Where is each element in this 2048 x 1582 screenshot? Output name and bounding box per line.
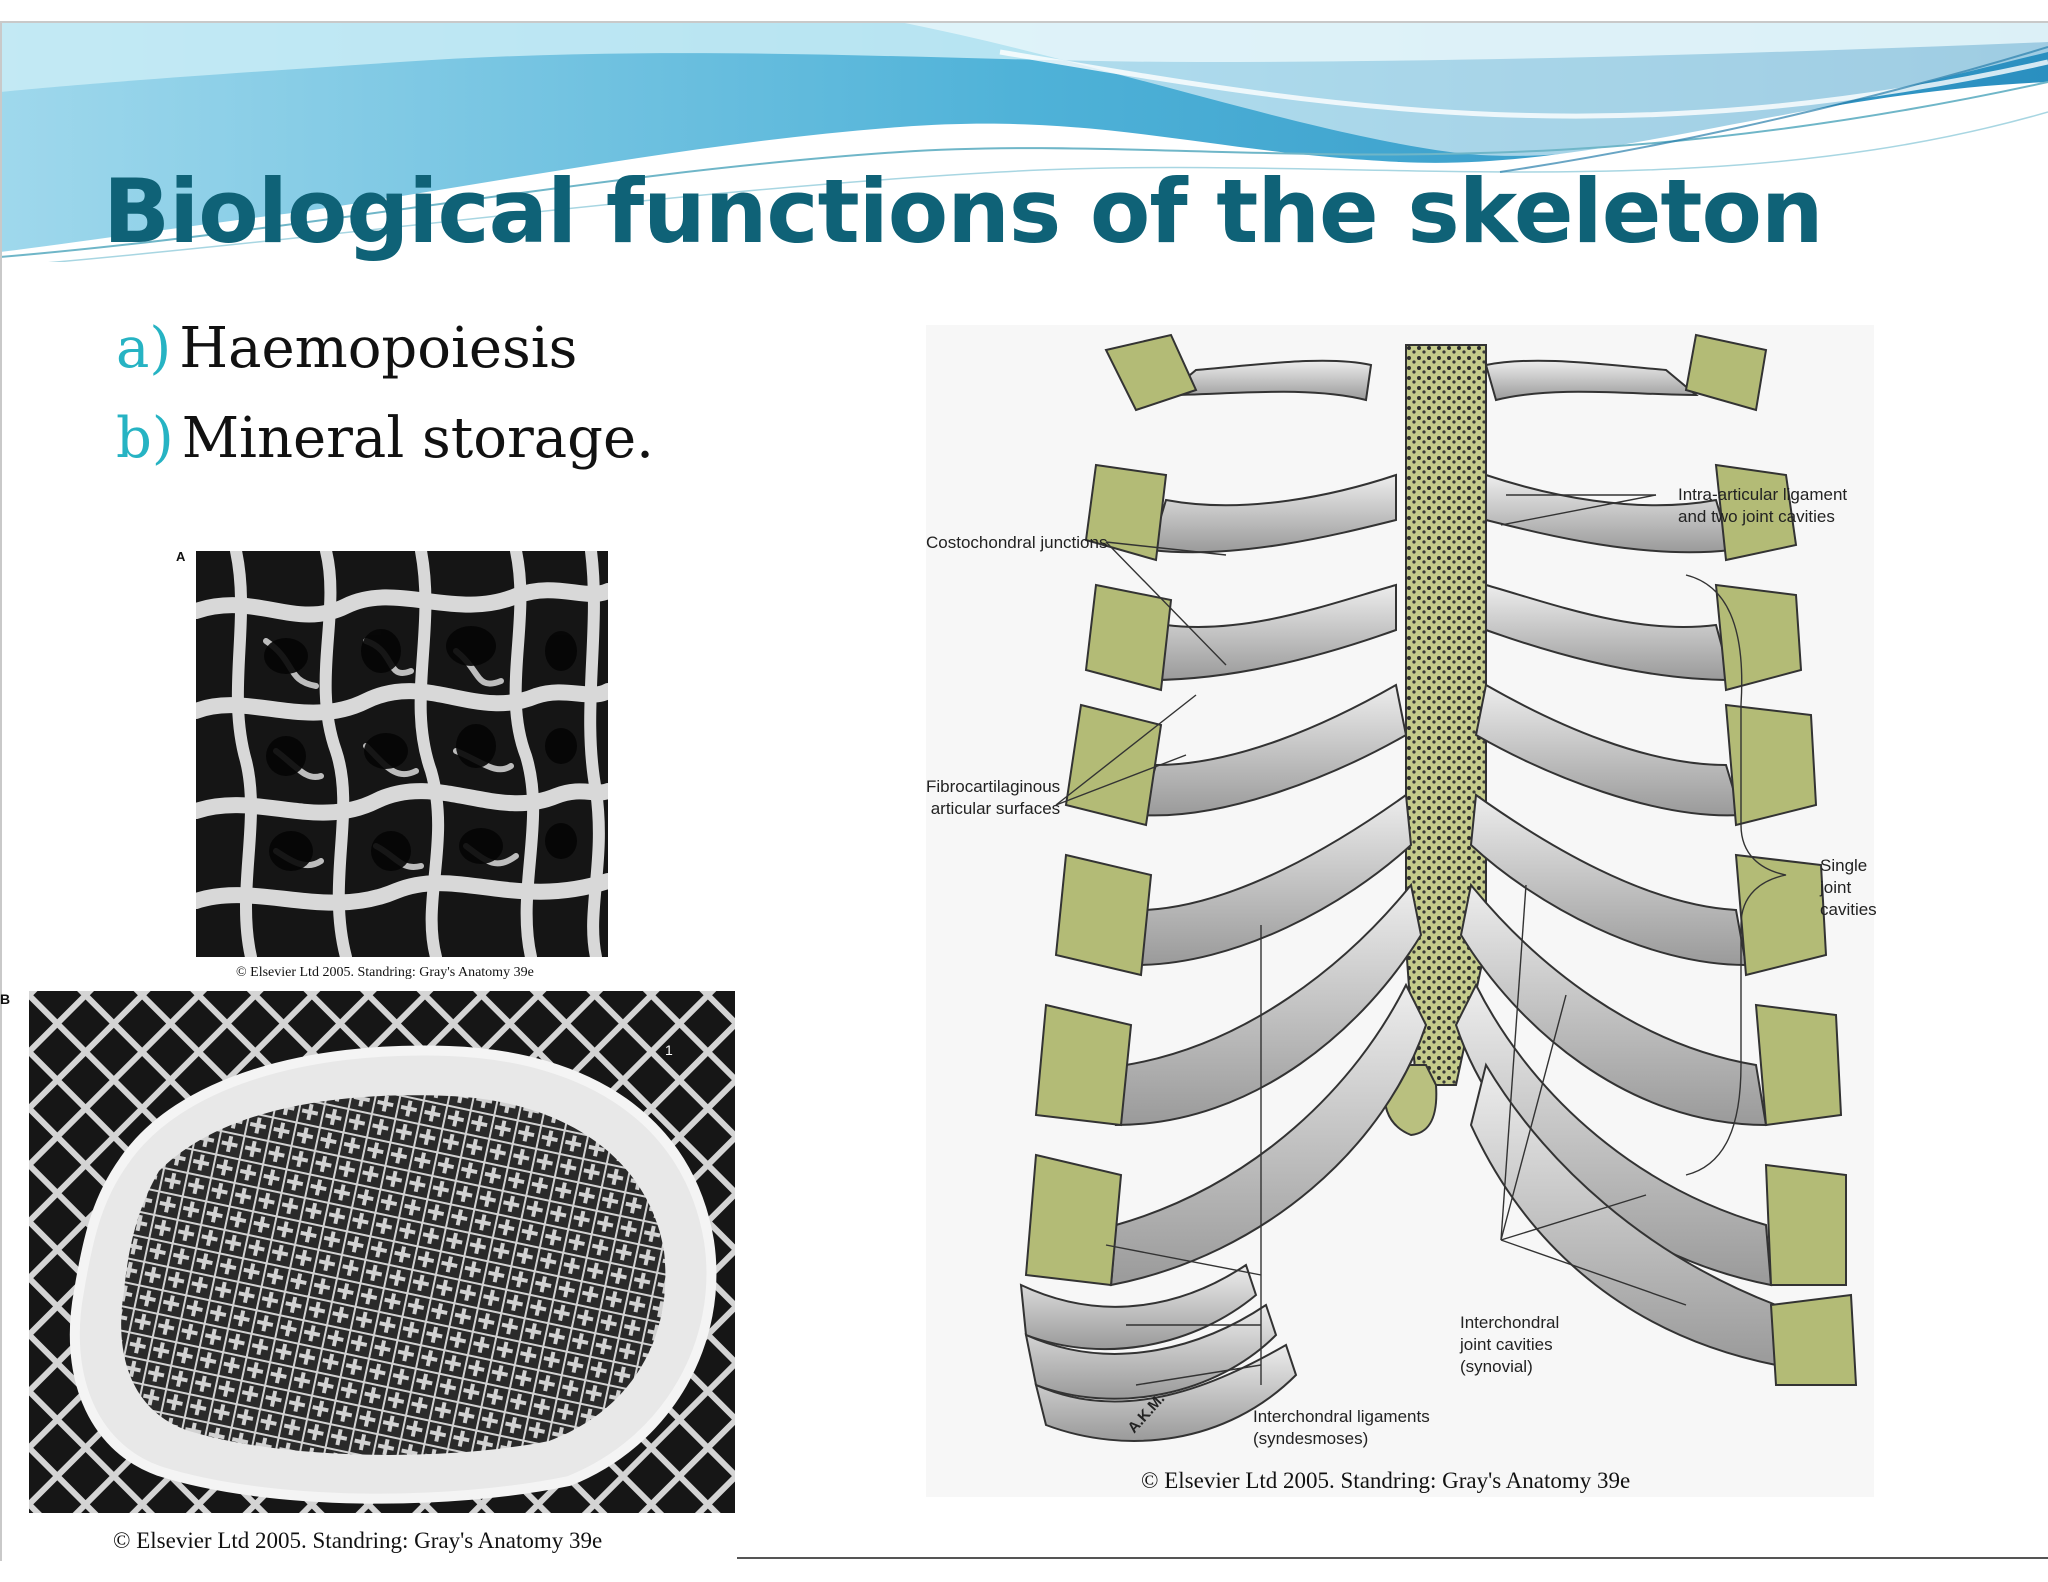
label-interchondral-ligaments: Interchondral ligaments (syndesmoses)	[1253, 1407, 1430, 1448]
ribcage-illustration	[926, 325, 1874, 1497]
label-single-joint-cavities: Single joint cavities	[1820, 856, 1877, 919]
figure-b-caption: © Elsevier Ltd 2005. Standring: Gray's A…	[113, 1528, 603, 1553]
bone-cross-section-micrograph: 1	[29, 991, 735, 1513]
bullet-list: a)Haemopoiesis b)Mineral storage.	[116, 318, 654, 498]
slide-title: Biological functions of the skeleton	[103, 160, 1824, 263]
ribcage-caption: © Elsevier Ltd 2005. Standring: Gray's A…	[1141, 1468, 1631, 1493]
bullet-item: a)Haemopoiesis	[116, 318, 654, 408]
bullet-item: b)Mineral storage.	[116, 408, 654, 498]
figure-a-caption: © Elsevier Ltd 2005. Standring: Gray's A…	[236, 965, 534, 980]
bullet-text: Haemopoiesis	[179, 316, 578, 381]
label-interchondral-joint-cavities: Interchondral joint cavities (synovial)	[1460, 1313, 1560, 1376]
bullet-marker: a)	[116, 316, 172, 381]
label-costochondral-junctions: Costochondral junctions	[926, 533, 1108, 552]
slide-frame-top	[0, 21, 2048, 23]
slide-frame-left	[0, 21, 2, 1561]
label-intra-articular-ligament: Intra-articular ligament and two joint c…	[1678, 485, 1848, 526]
bullet-marker: b)	[116, 406, 174, 471]
scale-mark: 1	[665, 1042, 673, 1058]
trabecular-bone-micrograph	[196, 551, 608, 957]
panel-letter-b: B	[0, 991, 11, 1007]
label-fibrocartilaginous-surfaces: Fibrocartilaginous articular surfaces	[926, 777, 1061, 818]
panel-letter-a: A	[176, 549, 186, 564]
bullet-text: Mineral storage.	[181, 406, 654, 471]
header-wave-decoration	[0, 22, 2048, 262]
slide-frame-bottom	[737, 1557, 2048, 1559]
